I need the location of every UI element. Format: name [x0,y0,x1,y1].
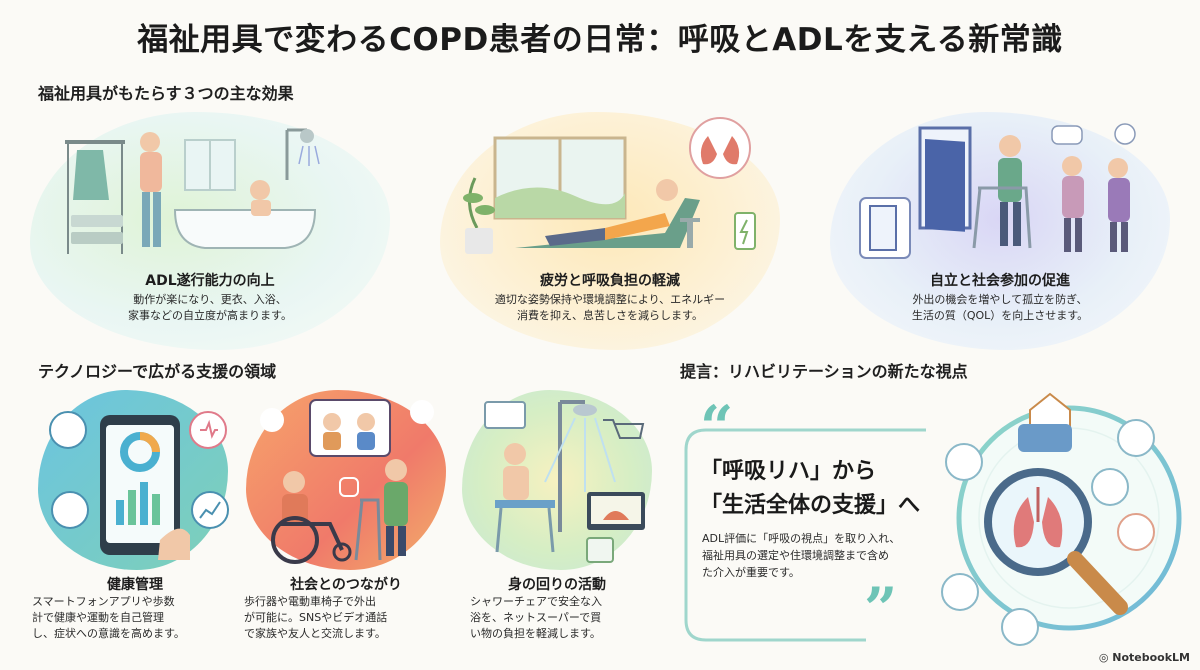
proposal-quote-line2: 「生活全体の支援」へ [700,493,921,518]
bath-illustration-icon [65,128,320,254]
tech-item-title: 身の回りの活動 [508,577,606,593]
quote-open-icon: “ [700,393,734,461]
tech-item-title: 健康管理 [107,577,163,593]
wheelchair-video-call-icon [260,399,434,564]
notebook-icon: ◎ [1098,651,1113,664]
effect-card-desc: 動作が楽になり、更衣、入浴、 家事などの自立度が高まります。 [128,293,292,322]
tech-heading: テクノロジーで広がる支援の領域 [38,362,277,381]
effect-card-title: ADL遂行能力の向上 [145,273,275,289]
tech-item-desc: シャワーチェアで安全な入 浴を、ネットスーパーで買 い物の負担を軽減します。 [470,595,602,640]
shower-chair-icon [484,400,645,563]
tech-item-desc: スマートフォンアプリや歩数 計で健康や運動を自己管理 し、症状への意識を高めます… [32,595,185,640]
magnifier-lungs-icon [941,392,1155,646]
brand-label: NotebookLM [1112,651,1190,664]
tech-item-title: 社会とのつながり [290,577,402,593]
proposal-quote-line1: 「呼吸リハ」から [700,459,877,484]
notebooklm-logo: ◎ NotebookLM [1099,651,1190,664]
walker-community-icon [859,123,1136,259]
smartphone-app-icon [49,411,229,560]
effect-card-title: 疲労と呼吸負担の軽減 [540,273,680,289]
reclining-patient-icon [463,117,756,254]
proposal-heading: 提言：リハビリテーションの新たな視点 [680,362,968,381]
quote-close-icon: ” [864,575,898,643]
effect-card-desc: 適切な姿勢保持や環境調整により、エネルギー 消費を抑え、息苦しさを減らします。 [494,293,726,322]
proposal-desc: ADL評価に「呼吸の視点」を取り入れ、 福祉用具の選定や住環境調整まで含め た介… [702,532,901,579]
effect-card-title: 自立と社会参加の促進 [930,273,1070,289]
page-title: 福祉用具で変わるCOPD患者の日常：呼吸とADLを支える新常識 [137,22,1063,58]
effect-card-desc: 外出の機会を増やして孤立を防ぎ、 生活の質（QOL）を向上させます。 [911,293,1089,322]
effects-heading: 福祉用具がもたらす３つの主な効果 [38,84,294,103]
tech-item-desc: 歩行器や電動車椅子で外出 が可能に。SNSやビデオ通話 で家族や友人と交流します… [244,595,388,640]
proposal-quote: 「呼吸リハ」から 「生活全体の支援」へ [700,455,1000,523]
